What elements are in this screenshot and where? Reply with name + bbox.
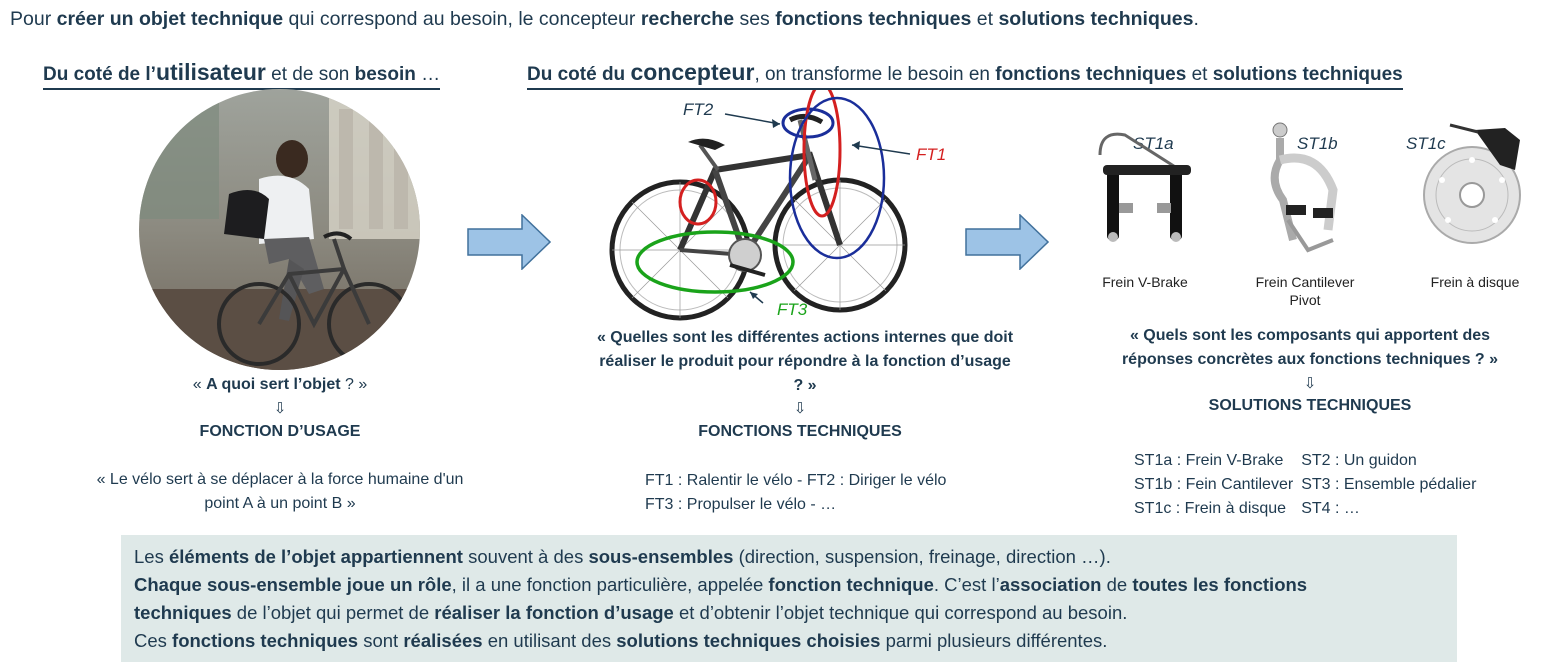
technical-functions-label: FONCTIONS TECHNIQUES (650, 423, 950, 441)
bicycle-diagram (600, 90, 960, 325)
disc-brake-caption: Frein à disque (1410, 273, 1540, 291)
solutions-question: « Quels sont les composants qui apporten… (1060, 324, 1549, 372)
summary-box: Les éléments de l’objet appartiennent so… (121, 535, 1457, 662)
technical-functions-question: « Quelles sont les différentes actions i… (545, 326, 1065, 398)
v-brake-image (1095, 125, 1205, 255)
designer-side-heading: Du coté du concepteur, on transforme le … (527, 60, 1403, 90)
list-item: ST1b : Fein Cantilever ST3 : Ensemble pé… (1134, 473, 1484, 497)
ft2-tag: FT2 (683, 100, 713, 120)
technical-solutions-label: SOLUTIONS TECHNIQUES (1160, 397, 1460, 415)
ft1-tag: FT1 (916, 145, 946, 165)
down-arrow-icon: ⇩ (130, 399, 430, 417)
usage-answer: « Le vélo sert à se déplacer à la force … (30, 468, 530, 516)
usage-question: « A quoi sert l’objet ? » (130, 373, 430, 397)
usage-function-label: FONCTION D’USAGE (130, 423, 430, 441)
cyclist-photo (139, 89, 420, 370)
list-item: ST1a : Frein V-Brake ST2 : Un guidon (1134, 449, 1484, 473)
v-brake-caption: Frein V-Brake (1080, 273, 1210, 291)
cantilever-brake-caption: Frein Cantilever Pivot (1240, 273, 1370, 309)
right-arrow-icon (965, 214, 1049, 270)
summary-line: Chaque sous-ensemble joue un rôle, il a … (134, 571, 1445, 599)
summary-line: Les éléments de l’objet appartiennent so… (134, 543, 1445, 571)
list-item: ST1c : Frein à disque ST4 : … (1134, 497, 1484, 521)
right-arrow-icon (467, 214, 551, 270)
summary-line: techniques de l’objet qui permet de réal… (134, 599, 1445, 627)
down-arrow-icon: ⇩ (1210, 374, 1410, 392)
cantilever-brake-image (1258, 120, 1358, 260)
solutions-list: ST1a : Frein V-Brake ST2 : Un guidon ST1… (1134, 449, 1484, 521)
summary-line: Ces fonctions techniques sont réalisées … (134, 627, 1445, 655)
down-arrow-icon: ⇩ (700, 399, 900, 417)
technical-functions-list: FT1 : Ralentir le vélo - FT2 : Diriger l… (645, 469, 1025, 517)
user-side-heading: Du coté de l’utilisateur et de son besoi… (43, 60, 440, 90)
ft3-tag: FT3 (777, 300, 807, 320)
disc-brake-image (1420, 120, 1530, 265)
intro-sentence: Pour créer un objet technique qui corres… (10, 8, 1199, 31)
